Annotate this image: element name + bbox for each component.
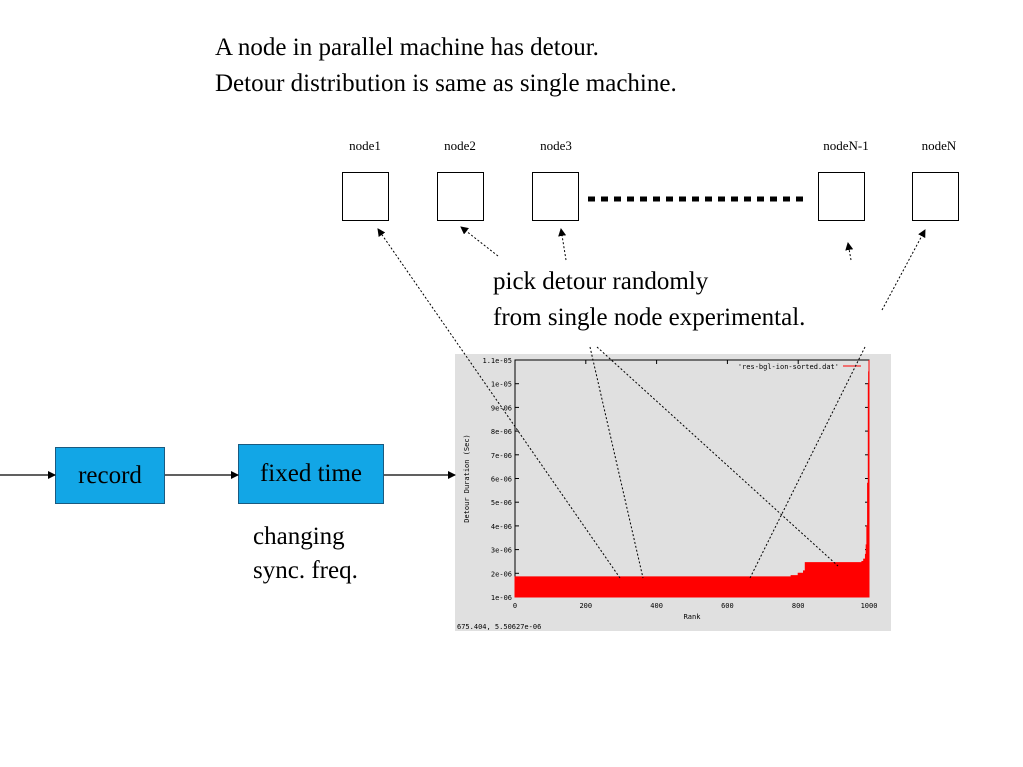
detour-plot: 1e-06 2e-06 3e-06 4e-06 5e-06 6e-06 7e-06 8e-06… [455,354,891,631]
y-tick-label: 6e-06 [491,476,512,484]
record-box: record [55,447,165,504]
node-label-n-minus-1: nodeN-1 [823,138,869,153]
node-box-n-minus-1 [818,172,865,221]
node-box-1 [342,172,389,221]
fixed-time-box: fixed time [238,444,384,504]
y-tick-label: 1.1e-05 [482,357,512,365]
node-box-n [912,172,959,221]
node-box-2 [437,172,484,221]
node-label-1: node1 [349,138,381,153]
x-tick-label: 0 [513,602,517,610]
x-tick-label: 600 [721,602,734,610]
title-line-2: Detour distribution is same as single ma… [215,70,677,97]
detour-plot-svg: 1e-06 2e-06 3e-06 4e-06 5e-06 6e-06 7e-06 8e-06… [457,357,878,631]
y-tick-label: 5e-06 [491,499,512,507]
pick-detour-text: pick detour randomly from single node ex… [493,264,805,336]
node-box-3 [532,172,579,221]
pick-line-plot-a [589,346,644,579]
y-tick-label: 3e-06 [491,547,512,555]
legend-label: 'res-bgl-ion-sorted.dat' [738,363,839,371]
node-label-n: nodeN [921,138,957,153]
y-tick-label: 4e-06 [491,523,512,531]
pick-line-node-n [881,229,926,311]
changing-line-1: changing [253,523,345,550]
x-tick-label: 1000 [861,602,878,610]
series-area [514,360,870,598]
y-tick-label: 1e-06 [491,594,512,602]
pick-line-node-n-minus-1 [845,242,854,261]
changing-line-2: sync. freq. [253,557,358,584]
pick-line-node2 [460,226,499,257]
pick-line-2: from single node experimental. [493,304,806,331]
pick-line-1: pick detour randomly [493,268,709,295]
changing-sync-text: changing sync. freq. [253,520,358,588]
pick-line-node1 [377,228,621,579]
y-tick-label: 2e-06 [491,570,512,578]
node-label-3: node3 [540,138,572,153]
slide-title: A node in parallel machine has detour. D… [215,30,677,102]
y-tick-label: 1e-05 [491,381,512,389]
node-label-2: node2 [444,138,476,153]
x-axis-label: Rank [684,613,702,621]
status-readout: 675.404, 5.50627e-06 [457,623,541,631]
pick-line-plot-b [596,346,839,567]
y-axis-label: Detour Duration (Sec) [463,434,471,523]
x-tick-label: 800 [792,602,805,610]
x-tick-label: 200 [579,602,592,610]
title-line-1: A node in parallel machine has detour. [215,34,599,61]
y-tick-label: 9e-06 [491,404,512,412]
pick-line-plot-c [749,346,866,579]
y-tick-label: 8e-06 [491,428,512,436]
y-tick-label: 7e-06 [491,452,512,460]
pick-line-node3 [558,228,567,261]
x-tick-label: 400 [650,602,663,610]
